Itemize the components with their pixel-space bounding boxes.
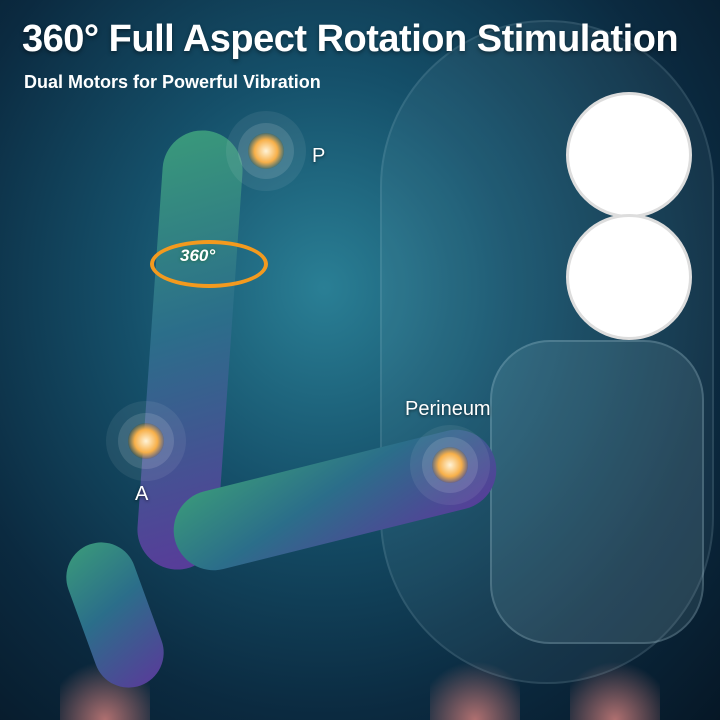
- bend-illustration-inset: [566, 92, 692, 218]
- vibration-illustration-inset: [566, 214, 692, 340]
- point-perineum-label: Perineum: [405, 398, 491, 420]
- stimulation-point-a-icon: [128, 423, 164, 459]
- page-subtitle: Dual Motors for Powerful Vibration: [24, 72, 321, 92]
- stimulation-point-perineum-icon: [432, 447, 468, 483]
- point-p-label: P: [312, 145, 326, 167]
- point-a-label: A: [135, 483, 149, 505]
- stimulation-point-p-icon: [248, 133, 284, 169]
- figure-silhouette-limb: [490, 340, 704, 644]
- rotation-arrow-icon: [150, 240, 268, 288]
- rotation-badge: 360°: [180, 246, 216, 265]
- page-title: 360° Full Aspect Rotation Stimulation: [22, 18, 679, 60]
